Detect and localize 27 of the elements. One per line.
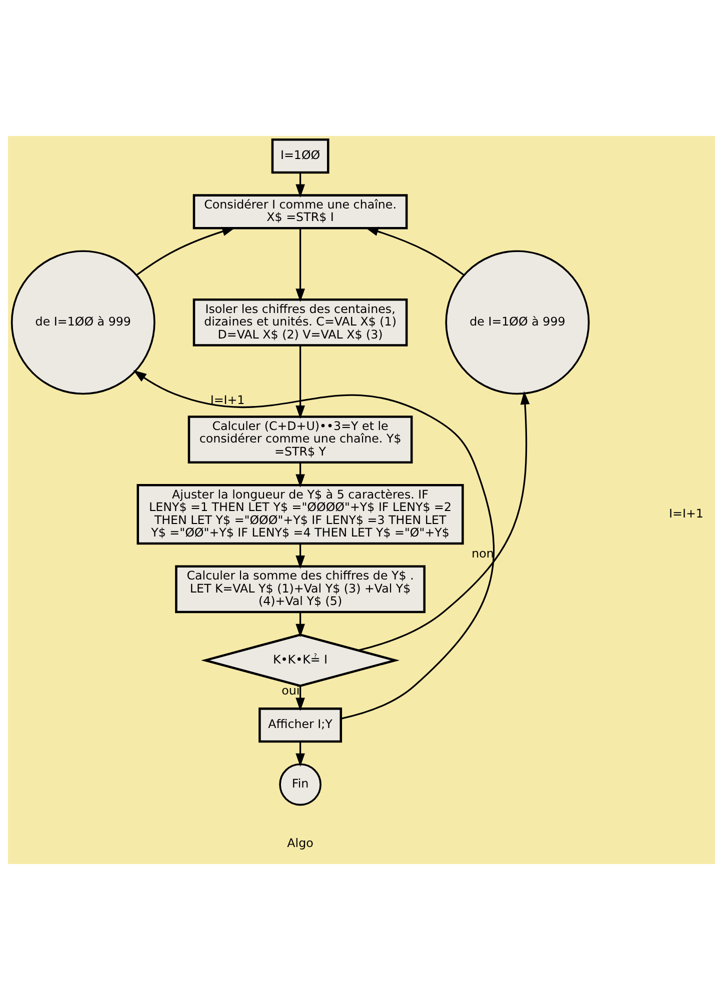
node-box: Calculer la somme des chiffres de Y$ . LET K=VAL Y$ (1)+Val Y$ (3) +Val Y$ (4)+Val Y$ (5) [175,564,426,613]
arrow [358,390,530,651]
arrow [296,462,305,488]
node-circle: de I=1ØØ à 999 [10,250,156,394]
edge-label: non [472,546,494,560]
arrow [296,686,305,711]
arrow [365,226,464,276]
label: I=I+1 [669,506,704,520]
node-box: Calculer (C+D+U)••3=Y et le considérer comme une chaîne. Y$ =STR$ Y [188,415,413,463]
arrow [296,543,305,568]
arrow [296,172,305,198]
node-circle: de I=1ØØ à 999 [445,250,590,394]
node-box: Ajuster la longueur de Y$ à 5 caractères. IF LENY$ =1 THEN LET Y$ ="ØØØØ"+Y$ IF LENY$ =2 THEN LET Y$ ="ØØØ"+Y$ IF LENY$ =3 THEN LET Y$ ="ØØ"+Y$ IF LENY$ =4 THEN LET Y$ ="Ø"+Y$ [136,484,464,544]
node-circle: Fin [279,762,322,806]
node-box: Isoler les chiffres des centaines, dizaines et unités. C=VAL X$ (1) D=VAL X$ (2) V=VAL X$ (3) [192,298,408,346]
arrow [296,344,305,418]
node-box: Considérer I comme une chaîne. X$ =STR$ I [192,194,408,229]
arrow [296,228,305,302]
label: Algo [287,836,314,850]
node-diamond: K•K•K≟ I [201,633,400,687]
node-box: I=1ØØ [271,138,330,174]
arrow [296,741,305,766]
arrow [136,226,236,276]
node-box: Afficher I;Y [258,707,342,742]
edge-label: I=I+1 [210,392,245,406]
arrow [133,370,494,719]
arrow [296,612,305,637]
